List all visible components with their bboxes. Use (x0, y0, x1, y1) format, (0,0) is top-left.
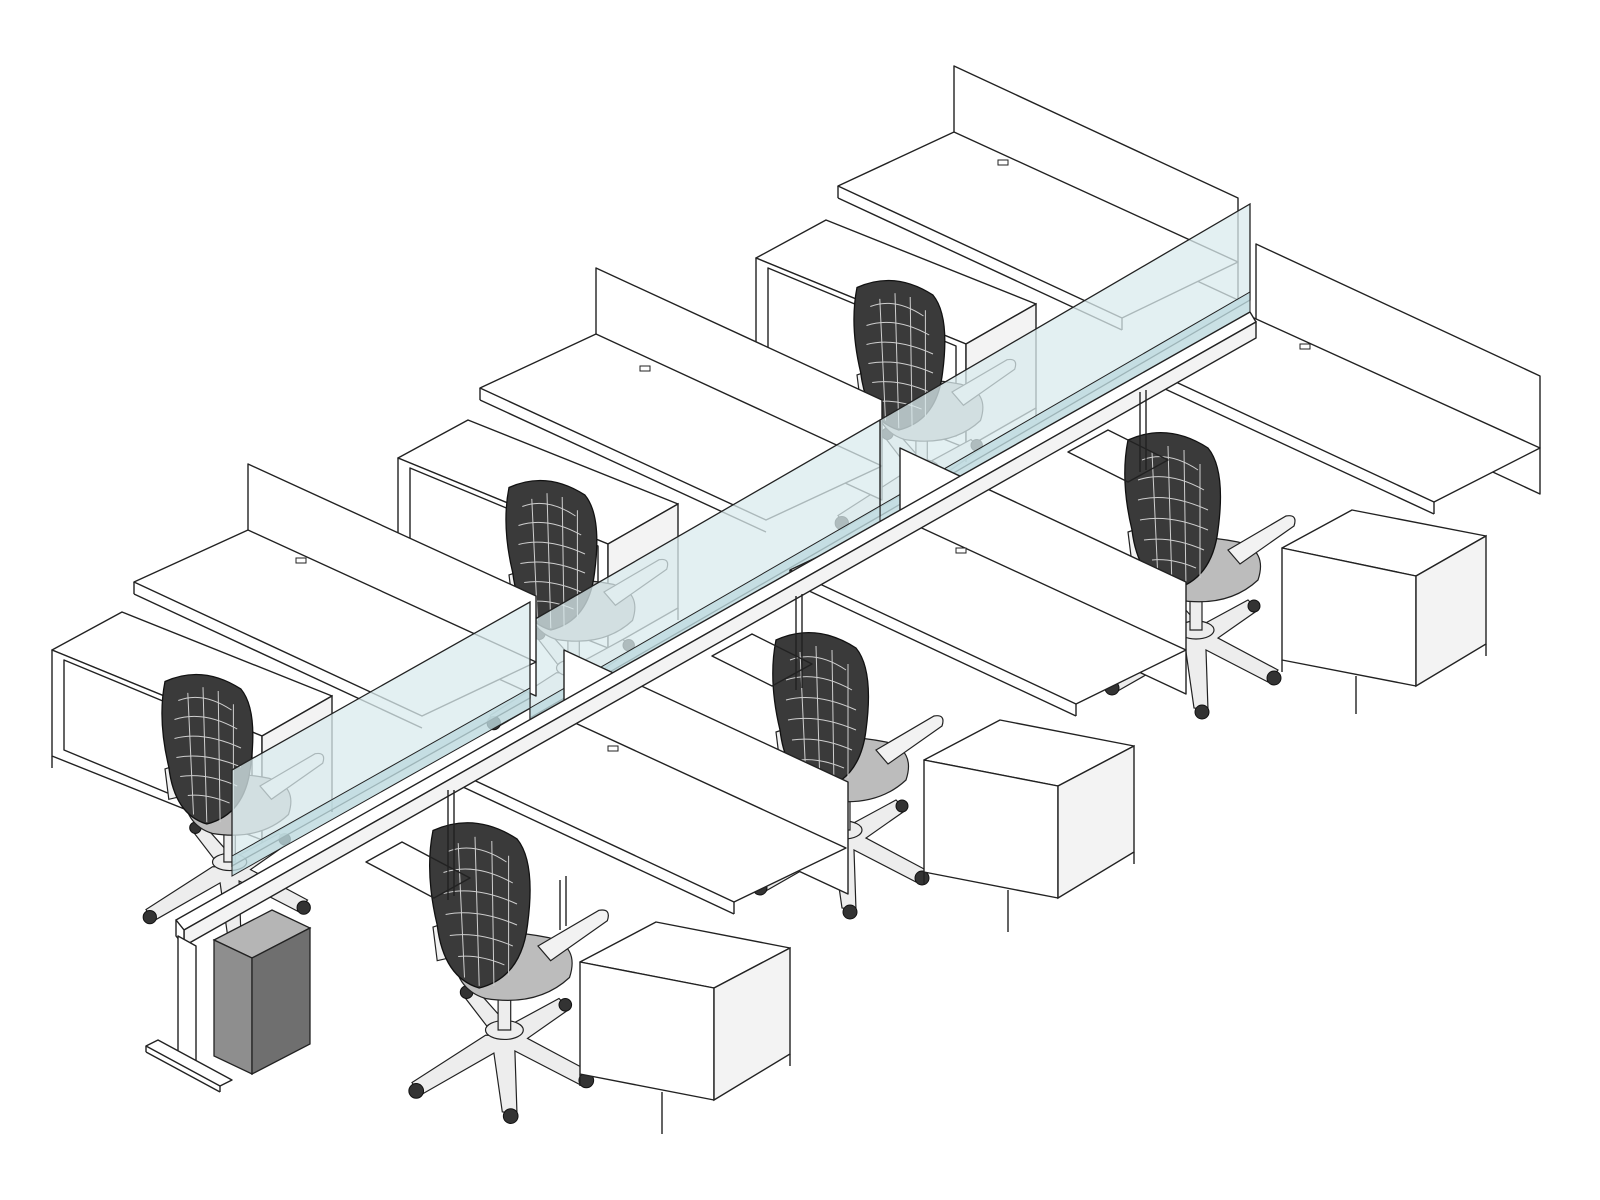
storage-pedestal (924, 720, 1134, 932)
task-chair (408, 822, 610, 1125)
desk-5 (752, 448, 1186, 932)
storage-pedestal (580, 922, 790, 1134)
cpu-holder (214, 910, 310, 1074)
glass-divider (530, 204, 1250, 728)
glass-divider (232, 602, 530, 876)
desk-2 (397, 268, 882, 754)
storage-pedestal (1282, 510, 1486, 714)
cable-spine (146, 312, 1256, 1092)
desk-grommets (296, 160, 1310, 751)
desk-4 (408, 650, 848, 1134)
